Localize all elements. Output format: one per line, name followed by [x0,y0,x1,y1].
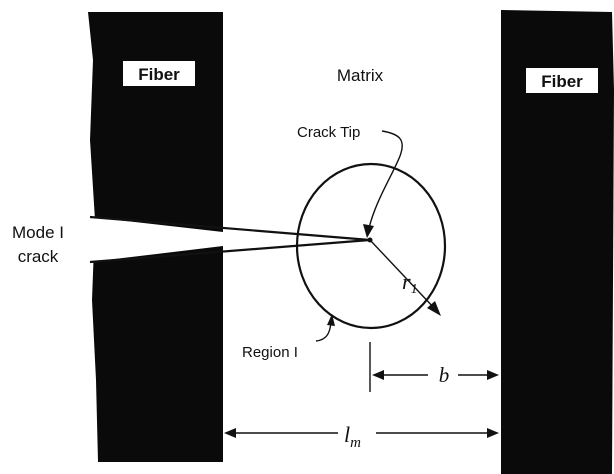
b-arrowhead-right [487,370,499,380]
crack-tip-arrowhead [363,224,374,238]
fiber-right-label: Fiber [541,72,583,91]
mode-i-label-line1: Mode I [12,223,64,242]
fiber-left-label-box [123,61,195,86]
region-i-arrowhead [327,314,335,326]
radius-arrowhead [427,301,441,316]
lm-arrowhead-left [224,428,236,438]
b-arrowhead-left [372,370,384,380]
lm-arrowhead-right [487,428,499,438]
radius-line [369,239,437,311]
crack-tip-leader [368,130,403,229]
region-i-circle [295,162,447,330]
region-i-label: Region I [242,344,298,361]
fiber-left-label: Fiber [138,65,180,84]
fiber-right-label-box [526,68,598,93]
radius-label: r1 [402,269,418,297]
lm-label: lm [344,422,361,451]
matrix-label: Matrix [337,66,384,85]
crack-wedge-cut [90,217,223,262]
b-label: b [439,363,450,387]
mode-i-label-line2: crack [18,247,59,266]
crack-tip-label: Crack Tip [297,124,360,141]
right-fiber [501,10,614,474]
